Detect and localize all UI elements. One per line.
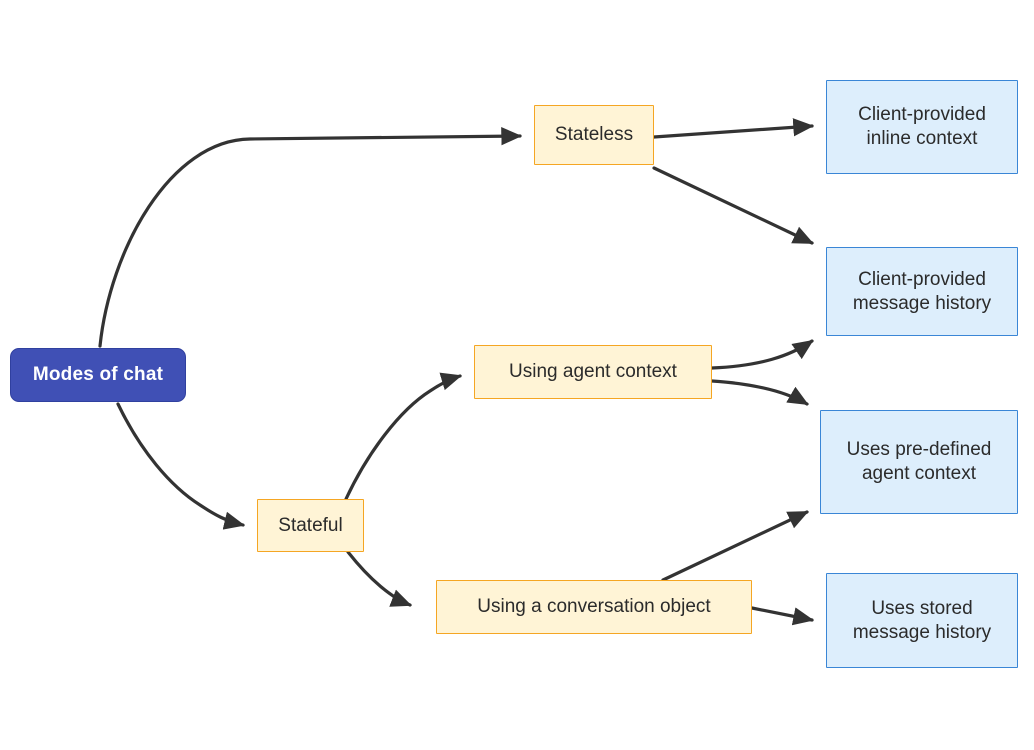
edge-conversation-object-to-predefined xyxy=(661,510,809,582)
node-inline-context[interactable]: Client-provided inline context xyxy=(826,80,1018,174)
edge-stateful-to-conversation-object xyxy=(346,550,412,607)
node-agent-context[interactable]: Using agent context xyxy=(474,345,712,399)
edge-root-to-stateless xyxy=(98,127,523,348)
node-conversation-object[interactable]: Using a conversation object xyxy=(436,580,752,634)
edge-stateless-to-inline-context xyxy=(652,118,815,139)
node-predefined-agent-context[interactable]: Uses pre-defined agent context xyxy=(820,410,1018,514)
edge-root-to-stateful xyxy=(116,402,246,530)
node-root[interactable]: Modes of chat xyxy=(10,348,186,402)
edge-agent-context-to-predefined xyxy=(710,379,809,406)
edge-agent-context-to-message-history xyxy=(710,339,814,370)
node-message-history[interactable]: Client-provided message history xyxy=(826,247,1018,336)
edge-stateful-to-agent-context xyxy=(344,372,462,501)
edge-stateless-to-message-history xyxy=(652,166,814,245)
edge-conversation-object-to-stored xyxy=(750,606,815,626)
node-stateless[interactable]: Stateless xyxy=(534,105,654,165)
node-stateful[interactable]: Stateful xyxy=(257,499,364,552)
node-stored-message-history[interactable]: Uses stored message history xyxy=(826,573,1018,668)
